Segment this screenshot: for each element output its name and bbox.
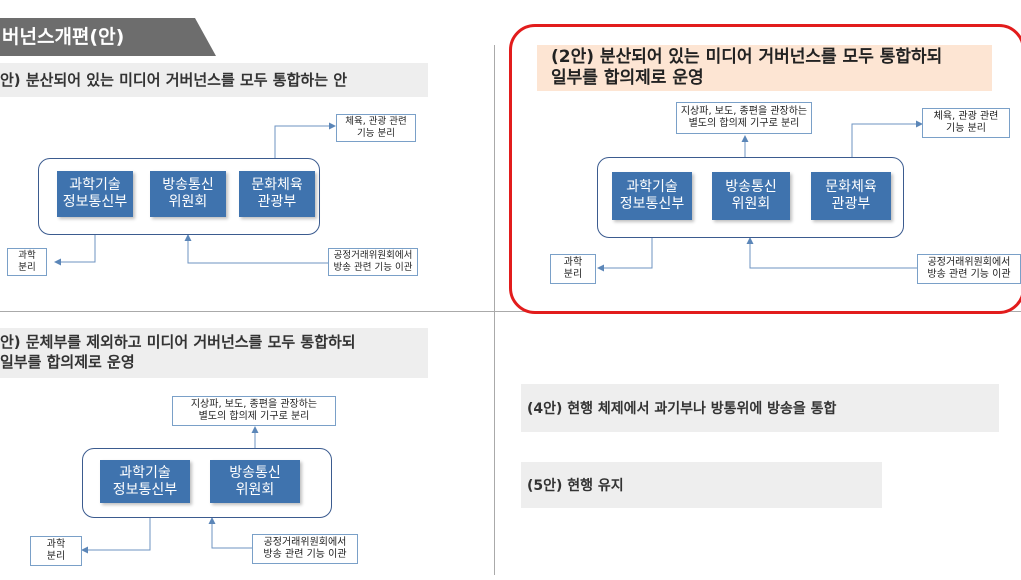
option2-box-msit: 과학기술 정보통신부 [612, 172, 692, 220]
option2-box-mcst: 문화체육 관광부 [811, 172, 891, 220]
option1-box-kcc: 방송통신 위원회 [150, 171, 226, 217]
option3-header: 안) 문체부를 제외하고 미디어 거버넌스를 모두 통합하되 일부를 합의제로 … [0, 328, 428, 378]
option4-box: (4안) 현행 체제에서 과기부나 방통위에 방송을 통합 [521, 384, 999, 432]
option2-box-kcc: 방송통신 위원회 [712, 172, 790, 220]
option1-note-ftc: 공정거래위원회에서 방송 관련 기능 이관 [328, 248, 418, 276]
arrow-tourism-out-2 [851, 120, 923, 157]
horizontal-divider [0, 311, 1021, 312]
option2-note-science: 과학 분리 [550, 254, 596, 284]
arrow-tourism-out [274, 122, 336, 158]
option2-highlight-ring [509, 24, 1021, 314]
option3-note-council: 지상파, 보도, 종편을 관장하는 별도의 합의제 기구로 분리 [172, 396, 336, 426]
arrow-ftc-in [184, 234, 328, 264]
arrow-science-out [54, 225, 96, 266]
option5-box: (5안) 현행 유지 [521, 462, 882, 508]
option1-box-msit: 과학기술 정보통신부 [57, 171, 133, 217]
option3-note-ftc: 공정거래위원회에서 방송 관련 기능 이관 [252, 534, 358, 564]
option2-header: (2안) 분산되어 있는 미디어 거버넌스를 모두 통합하되 일부를 합의제로 … [537, 45, 992, 91]
option3-box-msit: 과학기술 정보통신부 [100, 460, 190, 503]
arrow-ftc-in-2 [746, 237, 917, 269]
arrow-ftc-in-3 [208, 517, 252, 549]
arrow-science-out-2 [597, 235, 653, 272]
option2-note-tourism: 체육, 관광 관련 기능 분리 [922, 108, 1010, 138]
option1-box-mcst: 문화체육 관광부 [239, 171, 315, 217]
option1-note-tourism: 체육, 관광 관련 기능 분리 [336, 114, 416, 142]
option5-label: (5안) 현행 유지 [527, 478, 624, 494]
arrow-science-out-3 [81, 514, 151, 554]
vertical-divider [494, 45, 495, 575]
option3-note-science: 과학 분리 [30, 536, 82, 566]
option3-box-kcc: 방송통신 위원회 [210, 460, 300, 503]
page-title: 버넌스개편(안) [0, 18, 216, 56]
option2-note-ftc: 공정거래위원회에서 방송 관련 기능 이관 [917, 254, 1021, 284]
option4-label: (4안) 현행 체제에서 과기부나 방통위에 방송을 통합 [527, 401, 837, 417]
option2-note-council: 지상파, 보도, 종편을 관장하는 별도의 합의제 기구로 분리 [676, 102, 812, 134]
option1-note-science: 과학 분리 [7, 248, 47, 276]
option1-header: 안) 분산되어 있는 미디어 거버넌스를 모두 통합하는 안 [0, 63, 428, 97]
